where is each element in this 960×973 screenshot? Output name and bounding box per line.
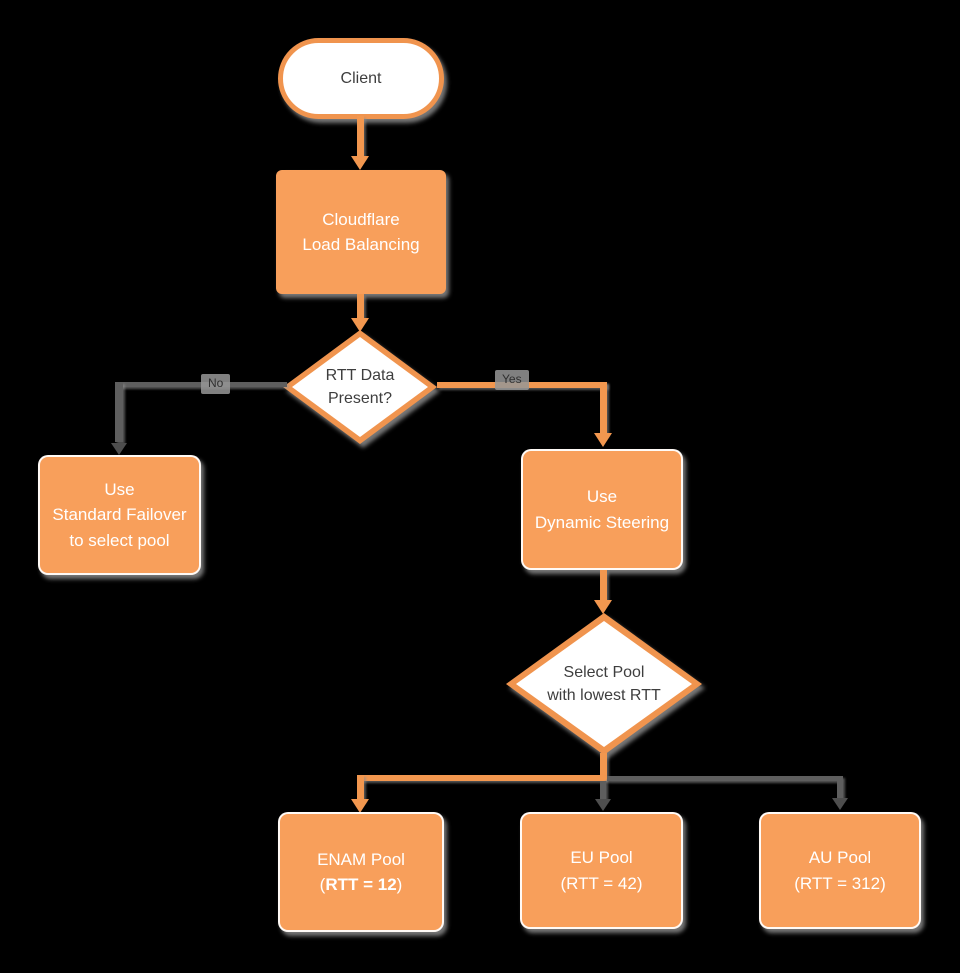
rtt-decision-line1: RTT Data [325, 366, 395, 384]
connector-fanout-right-horizontal [607, 776, 840, 781]
arrowhead-to-eu [595, 799, 611, 811]
connector-yes-branch-vertical [600, 382, 607, 435]
enam-rtt-open: ( [319, 875, 326, 894]
node-select-pool-text: Select Pool with lowest RTT [506, 613, 702, 755]
node-cloudflare-line1: Cloudflare [322, 209, 400, 229]
node-dynamic-steering: Use Dynamic Steering [521, 449, 683, 570]
node-client: Client [278, 38, 444, 119]
standard-failover-line1: Use [104, 479, 135, 499]
node-cloudflare-load-balancing: Cloudflare Load Balancing [276, 170, 446, 294]
au-pool-line2: (RTT = 312) [794, 873, 886, 893]
connector-steering-to-selectpool [600, 570, 607, 602]
arrowhead-yes-branch [594, 433, 612, 447]
enam-pool-line1: ENAM Pool [317, 849, 405, 869]
enam-rtt-value: RTT = 12 [325, 875, 397, 894]
connector-to-au-vertical [837, 776, 843, 799]
eu-pool-line1: EU Pool [570, 848, 633, 867]
node-rtt-decision-text: RTT Data Present? [283, 330, 437, 444]
enam-rtt-close: ) [396, 875, 403, 894]
connector-to-eu-vertical [600, 781, 606, 800]
node-standard-failover: Use Standard Failover to select pool [38, 455, 201, 575]
arrowhead-loadbalancing-to-decision [351, 318, 369, 332]
enam-pool-line2: (RTT = 12) [320, 872, 403, 898]
edge-label-yes: Yes [495, 370, 529, 390]
connector-selectpool-down [600, 753, 607, 781]
connector-no-branch-vertical [115, 382, 123, 442]
node-au-pool: AU Pool (RTT = 312) [759, 812, 921, 929]
standard-failover-line2: Standard Failover [52, 505, 187, 525]
connector-loadbalancing-to-decision [357, 294, 364, 320]
au-pool-line1: AU Pool [808, 848, 872, 867]
eu-pool-line2: (RTT = 42) [560, 873, 643, 893]
arrowhead-to-au [832, 798, 848, 810]
standard-failover-line3: to select pool [69, 530, 170, 550]
node-rtt-data-present-decision: RTT Data Present? [283, 330, 437, 444]
connector-fanout-left-horizontal [357, 775, 607, 781]
node-client-label: Client [340, 69, 382, 87]
node-eu-pool: EU Pool (RTT = 42) [520, 812, 683, 929]
edge-label-no: No [201, 374, 231, 394]
dynamic-steering-line2: Dynamic Steering [534, 512, 670, 532]
select-pool-line2: with lowest RTT [547, 687, 661, 704]
arrowhead-client-to-loadbalancing [351, 156, 369, 170]
arrowhead-steering-to-selectpool [594, 600, 612, 614]
dynamic-steering-line1: Use [586, 487, 618, 506]
node-select-pool-decision: Select Pool with lowest RTT [506, 613, 702, 755]
rtt-decision-line2: Present? [327, 390, 393, 407]
node-cloudflare-line2: Load Balancing [302, 235, 420, 254]
node-enam-pool: ENAM Pool (RTT = 12) [278, 812, 444, 932]
select-pool-line1: Select Pool [563, 663, 645, 681]
connector-client-to-loadbalancing [357, 116, 364, 158]
arrowhead-to-enam [351, 799, 369, 813]
connector-to-enam-vertical [357, 775, 364, 801]
arrowhead-no-branch [111, 443, 127, 455]
